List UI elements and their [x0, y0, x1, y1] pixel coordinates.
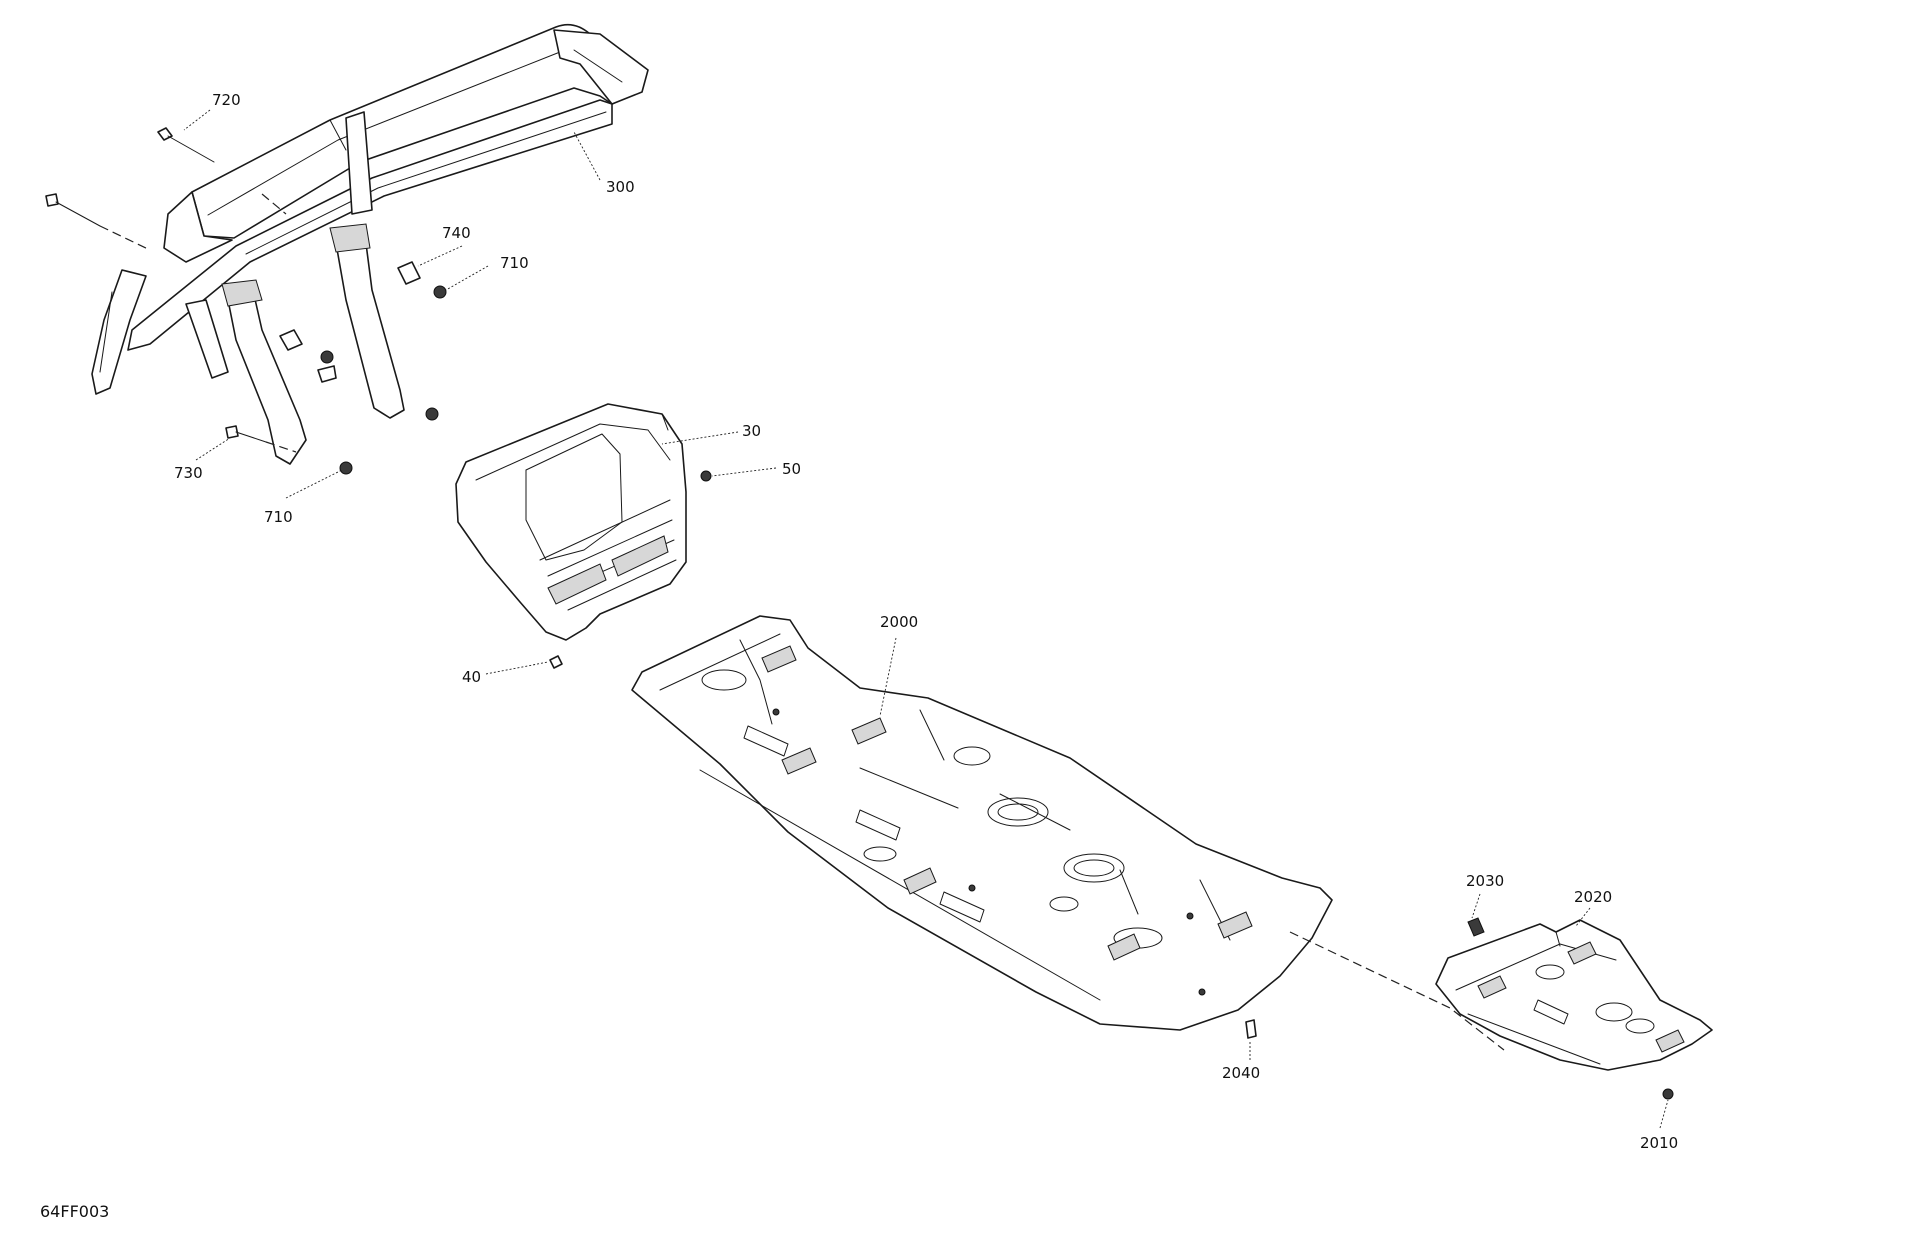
callout-300: 300: [606, 178, 635, 196]
callout-710-upper: 710: [500, 254, 529, 272]
callout-2020: 2020: [1574, 888, 1612, 906]
front-skid-plate[interactable]: [455, 403, 687, 641]
nut-2010[interactable]: [1662, 1088, 1674, 1100]
skid-nut-50[interactable]: [700, 470, 712, 482]
callout-710-lower: 710: [264, 508, 293, 526]
callout-720: 720: [212, 91, 241, 109]
callout-740: 740: [442, 224, 471, 242]
callout-730: 730: [174, 464, 203, 482]
skid-screw-40[interactable]: [549, 655, 563, 669]
callout-2000: 2000: [880, 613, 918, 631]
callout-30: 30: [742, 422, 761, 440]
callout-2040: 2040: [1222, 1064, 1260, 1082]
front-bumper[interactable]: [91, 23, 649, 465]
rear-skid-plate[interactable]: [1435, 919, 1713, 1071]
fastener-2040[interactable]: [1245, 1019, 1257, 1039]
fastener-2030[interactable]: [1467, 917, 1485, 937]
leader-lines: [183, 109, 1669, 1129]
callout-2010: 2010: [1640, 1134, 1678, 1152]
callout-2030: 2030: [1466, 872, 1504, 890]
main-skid-plate[interactable]: [631, 615, 1333, 1031]
callout-50: 50: [782, 460, 801, 478]
bumper-hardware[interactable]: [45, 127, 447, 475]
callout-40: 40: [462, 668, 481, 686]
figure-id: 64FF003: [40, 1202, 109, 1221]
